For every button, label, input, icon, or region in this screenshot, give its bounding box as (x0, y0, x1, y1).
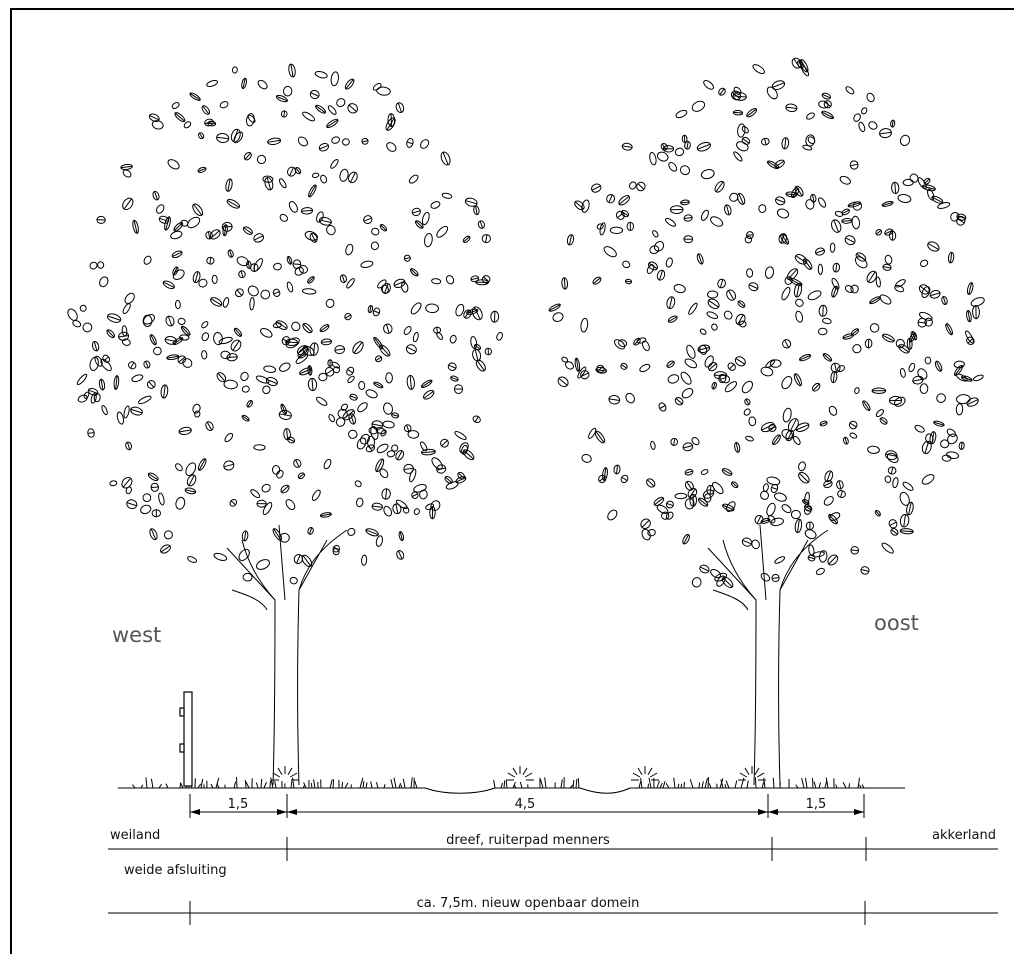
tree-west (67, 63, 503, 786)
domein-label: ca. 7,5m. nieuw openbaar domein (417, 896, 640, 911)
trees (67, 57, 985, 786)
ground-line (118, 766, 905, 794)
oost-label: oost (874, 611, 919, 635)
dreef-label: dreef, ruiterpad menners (446, 833, 610, 848)
tree-west-leaves (67, 63, 503, 585)
dim-left-label: 1,5 (228, 797, 249, 812)
zone-lines (108, 837, 998, 925)
weide-afsluiting-label: weide afsluiting (124, 863, 227, 878)
grass (132, 766, 865, 789)
drawing-frame (10, 8, 1014, 954)
west-label: west (112, 623, 161, 647)
dimension-arrows (190, 809, 864, 815)
tree-east (548, 57, 985, 786)
dimension-lines (189, 794, 865, 818)
tree-east-leaves (548, 57, 985, 589)
akkerland-label: akkerland (932, 828, 996, 843)
dim-right-label: 1,5 (806, 797, 827, 812)
fence-post (179, 691, 193, 787)
weiland-label: weiland (110, 828, 160, 843)
dim-middle-label: 4,5 (515, 797, 536, 812)
